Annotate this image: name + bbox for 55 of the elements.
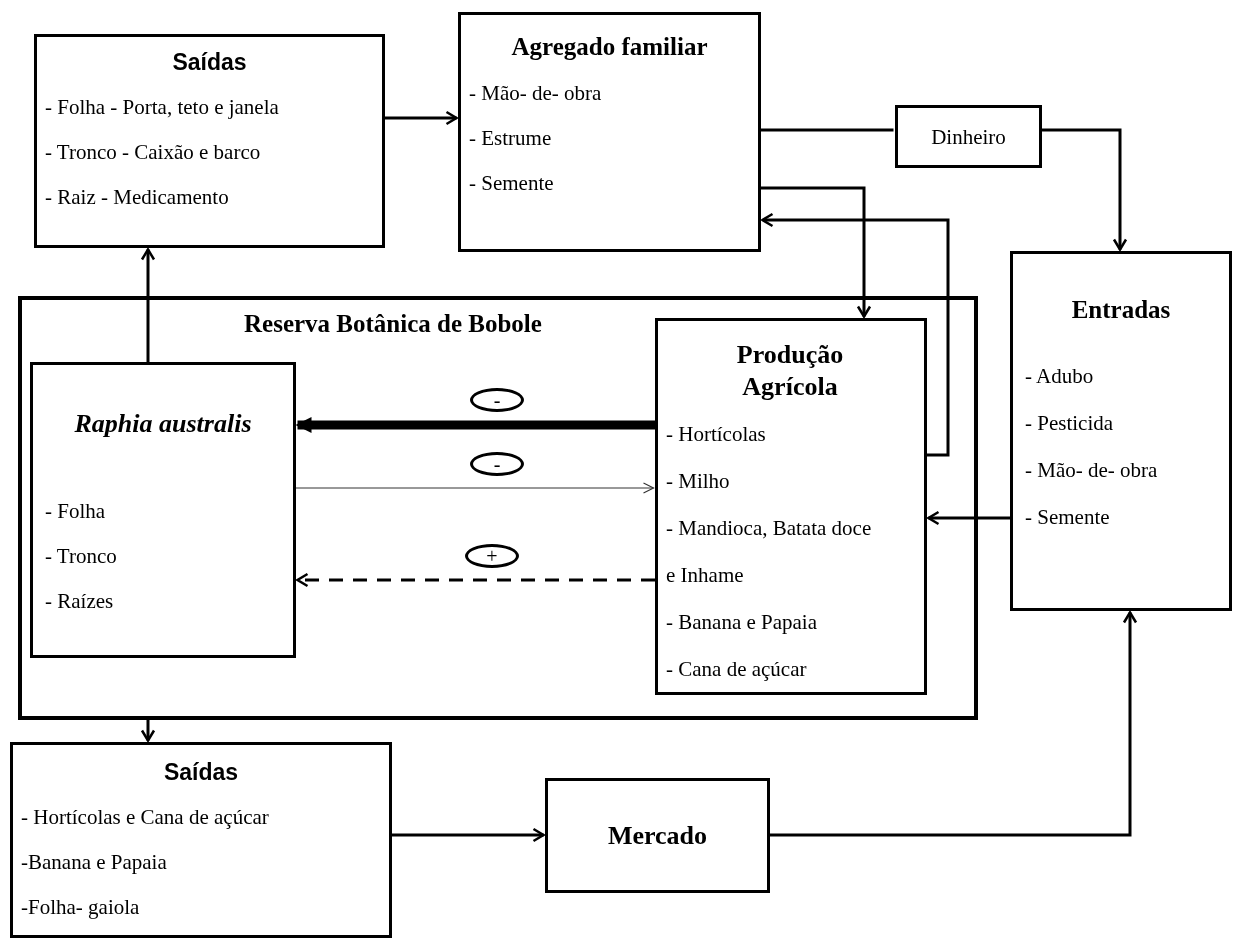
box-heading: Dinheiro <box>931 123 1006 150</box>
box-heading: Raphia australis <box>73 409 253 439</box>
list-item: - Milho <box>666 468 731 495</box>
arrow <box>385 110 458 126</box>
arrow <box>295 482 655 494</box>
box-heading: Entradas <box>1070 296 1172 324</box>
connector-line <box>761 128 894 132</box>
flow-box <box>34 34 385 248</box>
list-item: - Folha - Porta, teto e janela <box>45 94 280 120</box>
list-item: - Banana e Papaia <box>666 609 818 636</box>
box-heading: Saídas <box>171 49 248 75</box>
list-item: - Hortícolas <box>666 421 767 448</box>
flow-box <box>10 742 392 938</box>
box-heading: Produção Agrícola <box>735 339 845 403</box>
list-item: -Folha- gaiola <box>21 894 141 920</box>
flow-box <box>655 318 927 695</box>
box-heading: Agregado familiar <box>510 33 709 61</box>
list-item: - Mão- de- obra <box>469 80 603 106</box>
list-item: - Folha <box>45 498 107 524</box>
flow-box <box>1010 251 1232 611</box>
arrow <box>296 572 655 588</box>
list-item: - Hortícolas e Cana de açúcar <box>21 804 270 830</box>
list-item: - Semente <box>1025 504 1111 530</box>
list-item: - Mandioca, Batata doce e Inhame <box>666 515 873 589</box>
list-item: - Tronco <box>45 543 118 569</box>
arrow <box>295 417 655 433</box>
flow-box <box>30 362 296 658</box>
arrow <box>1042 128 1128 251</box>
arrow <box>761 212 950 457</box>
arrow <box>927 510 1010 526</box>
box-heading: Saídas <box>162 759 240 785</box>
list-item: - Mão- de- obra <box>1025 457 1159 483</box>
edge-label: - <box>470 388 524 412</box>
box-heading: Reserva Botânica de Bobole <box>244 310 542 338</box>
list-item: -Banana e Papaia <box>21 849 168 875</box>
list-item: - Estrume <box>469 125 553 151</box>
arrow <box>770 611 1138 837</box>
list-item: - Adubo <box>1025 363 1095 389</box>
edge-label: + <box>465 544 519 568</box>
edge-label: - <box>470 452 524 476</box>
flow-box <box>545 778 770 893</box>
box-heading: Mercado <box>607 820 708 851</box>
flow-box <box>895 105 1042 168</box>
list-item: - Raiz - Medicamento <box>45 184 230 210</box>
arrow <box>140 248 156 362</box>
list-item: - Cana de açúcar <box>666 656 808 683</box>
arrow <box>140 720 156 742</box>
list-item: - Semente <box>469 170 555 196</box>
list-item: - Raízes <box>45 588 115 614</box>
flow-box <box>458 12 761 252</box>
flow-box <box>18 296 978 720</box>
arrow <box>761 186 872 318</box>
list-item: - Pesticida <box>1025 410 1115 436</box>
arrow <box>392 827 545 843</box>
list-item: - Tronco - Caixão e barco <box>45 139 262 165</box>
